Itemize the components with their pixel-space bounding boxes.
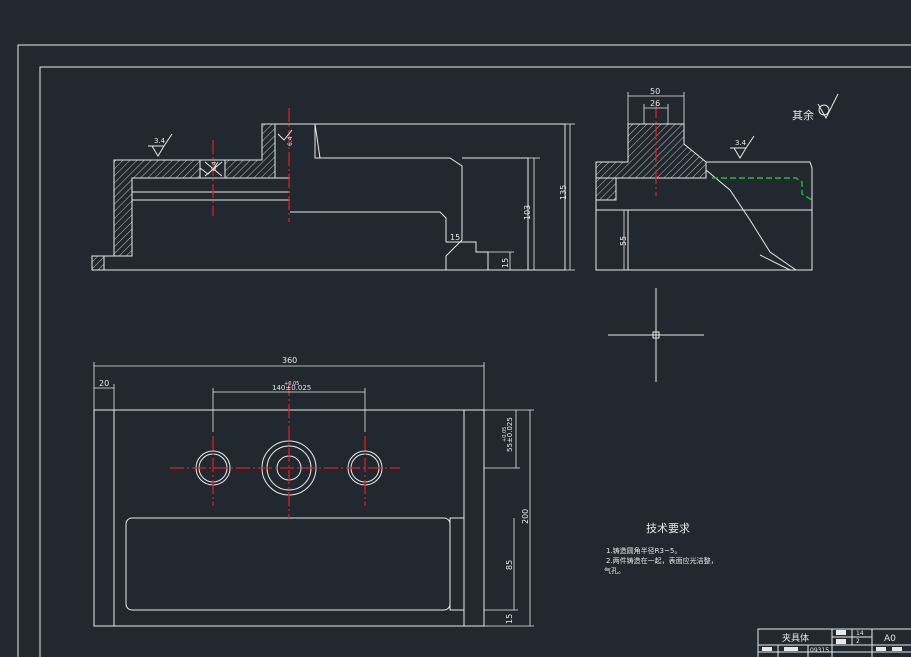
- title-block: [757, 628, 911, 657]
- dim-front-135: 135: [559, 185, 568, 200]
- dim-front-15a: 15: [450, 233, 460, 242]
- dim-top-55-tol: +0.05: [502, 427, 508, 442]
- dim-top-140-tol: +0.05: [284, 381, 299, 387]
- drawing-frame: [17, 44, 911, 657]
- title-block-cell-a: 14: [856, 630, 864, 637]
- dim-top-15: 15: [505, 614, 514, 624]
- title-block-cell-b: 2: [856, 638, 860, 645]
- crosshair-cursor-icon[interactable]: [608, 288, 704, 382]
- tech-requirement-line2: 2.两件铸造在一起，表面应光洁整，: [606, 556, 718, 565]
- dim-side-50: 50: [650, 87, 660, 96]
- dim-front-roughness2: 6.4: [211, 161, 218, 171]
- title-block-code: 09315: [810, 647, 829, 654]
- rest-roughness-label: 其余: [792, 108, 814, 122]
- front-section-view: [91, 108, 575, 271]
- dim-front-roughness: 3.4: [154, 137, 166, 145]
- rest-roughness-icon: [817, 93, 839, 120]
- tech-requirement-line1: 1.铸造圆角半径R3~5。: [606, 546, 681, 555]
- top-view: [93, 362, 534, 627]
- tech-requirements-title: 技术要求: [646, 522, 690, 535]
- dim-top-20: 20: [99, 379, 109, 388]
- dim-top-85: 85: [505, 560, 514, 570]
- dim-top-55: 55±0.025: [506, 417, 514, 452]
- title-block-name: 夹具体: [782, 632, 809, 644]
- dim-top-360: 360: [282, 356, 297, 365]
- tech-requirement-line3: 气孔。: [604, 566, 625, 575]
- side-view: [595, 92, 813, 271]
- dim-front-roughness3: 6.4: [287, 136, 294, 146]
- dim-front-103: 103: [523, 205, 532, 220]
- dim-top-140: 140±0.025: [272, 384, 311, 392]
- dim-top-200: 200: [521, 509, 530, 524]
- dim-front-15b: 15: [501, 258, 510, 268]
- dim-side-26: 26: [650, 99, 660, 108]
- title-block-sheet: A0: [884, 634, 896, 644]
- dim-side-roughness: 3.4: [735, 139, 747, 147]
- dim-side-55: 55: [619, 236, 628, 246]
